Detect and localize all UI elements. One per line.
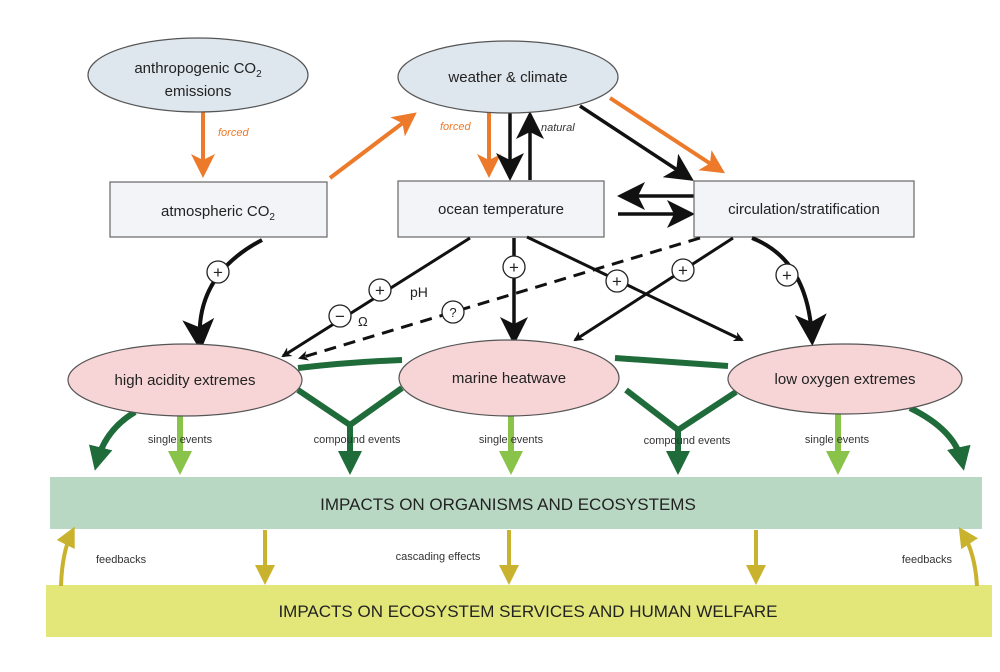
feedback-arrow-right — [958, 526, 979, 587]
box-ocean-temperature — [397, 180, 605, 238]
arrow-circulation-to-heatwave — [573, 236, 734, 342]
compound-v-right — [624, 387, 738, 434]
driver-weather-climate — [397, 40, 619, 114]
forced-arrow-atmospheric-to-weather — [328, 112, 417, 180]
extreme-oxygen-label: low oxygen extremes — [775, 371, 916, 388]
sign-question-dashed: ? — [441, 300, 465, 324]
arrow-ocean-to-oxygen — [526, 235, 744, 342]
compound-link-acidity-heatwave — [297, 357, 403, 371]
arrow-atmospheric-to-acidity — [182, 238, 263, 351]
feedback-arrow-left — [56, 526, 75, 587]
label-cascading-effects: cascading effects — [396, 551, 481, 563]
label-natural: natural — [541, 122, 575, 134]
extreme-high-acidity — [67, 343, 303, 417]
driver-anthropogenic-line1: anthropogenic CO2 — [134, 60, 262, 80]
driver-anthropogenic-emissions — [87, 37, 309, 113]
svg-text:+: + — [782, 266, 792, 285]
box-circulation-stratification — [693, 180, 915, 238]
svg-text:−: − — [335, 307, 345, 326]
box-circulation-label: circulation/stratification — [728, 201, 880, 218]
sign-plus-circulation-oxygen: + — [775, 263, 799, 287]
sign-plus-heatwave: + — [502, 255, 526, 279]
sign-plus-ocean-oxygen: + — [605, 269, 629, 293]
extreme-acidity-label: high acidity extremes — [115, 372, 256, 389]
arrow-circulation-to-oxygen — [751, 236, 827, 346]
impacts-human-band — [46, 585, 992, 637]
box-ocean-label: ocean temperature — [438, 201, 564, 218]
curved-arrow-acidity-left — [89, 409, 137, 471]
label-single-events-2: single events — [479, 434, 544, 446]
label-forced-1: forced — [218, 127, 249, 139]
driver-anthropogenic-line2: emissions — [165, 83, 232, 100]
arrow-weather-to-circulation — [579, 104, 694, 181]
forced-arrow-weather-to-circulation — [608, 96, 726, 174]
svg-text:+: + — [509, 258, 519, 277]
impacts-organisms-label: IMPACTS ON ORGANISMS AND ECOSYSTEMS — [320, 495, 696, 514]
svg-text:+: + — [213, 263, 223, 282]
label-compound-events-2: compound events — [644, 435, 731, 447]
driver-weather-label: weather & climate — [447, 69, 567, 86]
compound-link-heatwave-oxygen — [614, 355, 729, 369]
label-compound-events-1: compound events — [314, 434, 401, 446]
svg-text:+: + — [612, 272, 622, 291]
svg-text:?: ? — [449, 305, 456, 320]
curved-arrow-oxygen-right — [908, 405, 971, 471]
compound-v-left — [296, 385, 404, 429]
extreme-marine-heatwave — [398, 339, 620, 417]
label-single-events-1: single events — [148, 434, 213, 446]
impacts-human-label: IMPACTS ON ECOSYSTEM SERVICES AND HUMAN … — [278, 602, 777, 621]
sign-plus-circulation-heatwave: + — [671, 258, 695, 282]
svg-text:+: + — [678, 261, 688, 280]
label-feedbacks-left: feedbacks — [96, 554, 147, 566]
sign-minus-omega: − — [328, 304, 352, 328]
dashed-arrow-circulation-to-acidity — [298, 236, 701, 361]
sign-plus-atmospheric: + — [206, 260, 230, 284]
label-forced-2: forced — [440, 121, 471, 133]
box-atmospheric-co2 — [109, 181, 328, 238]
extreme-heatwave-label: marine heatwave — [452, 370, 566, 387]
label-ph: pH — [410, 284, 428, 300]
extreme-low-oxygen — [727, 343, 963, 415]
impacts-organisms-band — [50, 477, 982, 529]
svg-text:+: + — [375, 281, 385, 300]
sign-plus-ph: + — [368, 278, 392, 302]
box-atmospheric-label: atmospheric CO2 — [161, 203, 275, 223]
label-single-events-3: single events — [805, 434, 870, 446]
label-feedbacks-right: feedbacks — [902, 554, 953, 566]
label-omega: Ω — [358, 314, 368, 329]
